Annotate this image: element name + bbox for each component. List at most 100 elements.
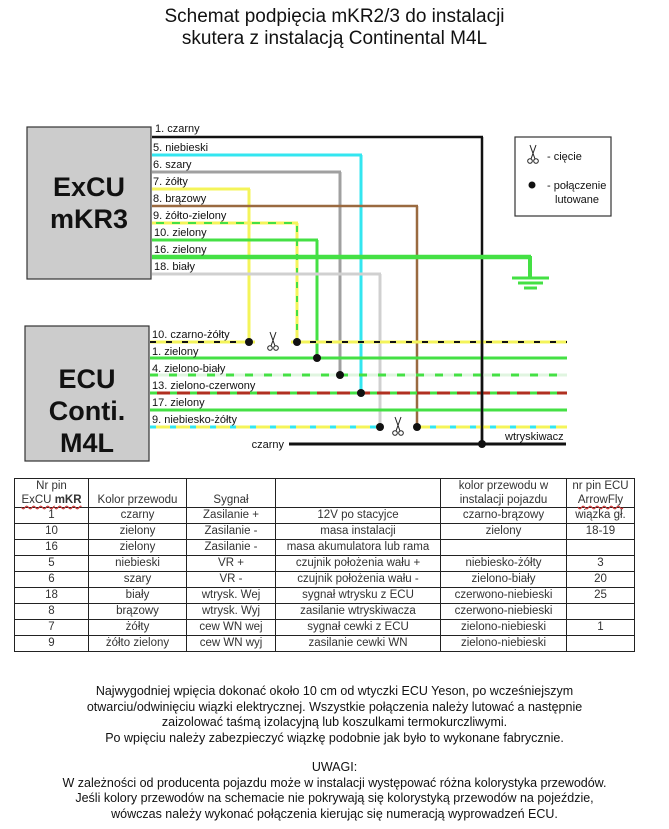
cell-desc: czujnik położenia wału +: [275, 555, 441, 572]
cell-signal: VR +: [186, 555, 276, 572]
cell-color: zielony: [88, 539, 187, 556]
header-ecu-pin-line1: nr pin ECU: [572, 480, 629, 492]
cell-ecu: [566, 539, 635, 556]
cell-desc: zasilanie cewki WN: [275, 635, 441, 652]
warnings-heading: UWAGI:: [311, 760, 358, 774]
header-pin-line2: ExCU mKR: [17, 493, 86, 507]
cell-signal: cew WN wyj: [186, 635, 276, 652]
wire-label: 7. żółty: [153, 176, 188, 188]
excu-wire-labels: 1. czarny 5. niebieski 6. szary 7. żółty…: [153, 123, 227, 273]
wire-label: 9. niebiesko-żółty: [152, 414, 237, 426]
wire-label: 1. zielony: [152, 346, 199, 358]
cell-ecu: 18-19: [566, 523, 635, 540]
cell-vehicle: zielony: [440, 523, 567, 540]
cell-desc: sygnał wtrysku z ECU: [275, 587, 441, 604]
cell-color: żółty: [88, 619, 187, 636]
cell-desc: masa instalacji: [275, 523, 441, 540]
note-line: otwarciu/odwinięciu wiązki elektrycznej.…: [86, 699, 583, 714]
excu-box: [26, 126, 152, 280]
header-vehicle-color: kolor przewodu w instalacji pojazdu: [440, 478, 567, 508]
header-pin-mkr: mKR: [54, 494, 82, 506]
table-header-row: Nr pin ExCU mKR Kolor przewodu Sygnał ko…: [14, 478, 635, 508]
wire-label: 9. żółto-zielony: [153, 210, 227, 222]
cell-color: brązowy: [88, 603, 187, 620]
cell-vehicle: czarno-brązowy: [440, 507, 567, 524]
scissors-icon: [392, 416, 404, 436]
cell-signal: wtrysk. Wyj: [186, 603, 276, 620]
excu-box-title: ExCU: [53, 172, 125, 202]
cell-ecu: wiązka gł.: [566, 507, 635, 524]
note-line: wówczas należy wykonać połączenia kieruj…: [111, 806, 558, 821]
header-color: Kolor przewodu: [88, 478, 187, 508]
wire-label: 4. zielono-biały: [152, 363, 226, 375]
cell-signal: Zasilanie +: [186, 507, 276, 524]
cell-signal: cew WN wej: [186, 619, 276, 636]
wiring-diagram: ExCU mKR3 ECU Conti. M4L: [24, 123, 612, 462]
cell-pin: 8: [14, 603, 89, 620]
solder-dot-icon: [357, 389, 365, 397]
cell-vehicle: niebiesko-żółty: [440, 555, 567, 572]
ecu-wire-labels: 10. czarno-żółty 1. zielony 4. zielono-b…: [152, 329, 564, 451]
ecu-box-line-1: ECU: [58, 364, 115, 394]
wire-label: 18. biały: [154, 261, 195, 273]
legend-solder-label-2: lutowane: [555, 194, 599, 206]
cell-desc: czujnik położenia wału -: [275, 571, 441, 588]
cell-signal: VR -: [186, 571, 276, 588]
vertical-wires: [247, 137, 484, 444]
cell-vehicle: czerwono-niebieski: [440, 587, 567, 604]
solder-dot-icon: [336, 371, 344, 379]
wire-label: 6. szary: [153, 159, 192, 171]
header-signal: Sygnał: [186, 478, 276, 508]
cell-color: czarny: [88, 507, 187, 524]
scissors-icon: [267, 331, 279, 351]
note-line: W zależności od producenta pojazdu może …: [62, 775, 607, 790]
header-pin-line1: Nr pin: [36, 480, 67, 492]
legend-solder-dot-icon: [528, 181, 536, 189]
legend-box: [514, 136, 612, 217]
cell-signal: Zasilanie -: [186, 539, 276, 556]
header-pin: Nr pin ExCU mKR: [14, 478, 89, 508]
cell-color: niebieski: [88, 555, 187, 572]
cell-desc: 12V po stacyjce: [275, 507, 441, 524]
solder-dot-icon: [376, 423, 384, 431]
wire-label: 13. zielono-czerwony: [152, 380, 256, 392]
wire-label: 1. czarny: [155, 123, 200, 135]
wire-label: 16. zielony: [154, 244, 207, 256]
cell-ecu: [566, 635, 635, 652]
cell-ecu: 20: [566, 571, 635, 588]
cell-ecu: 1: [566, 619, 635, 636]
excu-box-subtitle: mKR3: [50, 204, 128, 234]
ecu-box: [24, 325, 150, 462]
cell-ecu: 3: [566, 555, 635, 572]
injector-label: wtryskiwacz: [504, 431, 564, 443]
cell-pin: 18: [14, 587, 89, 604]
header-ecu-pin: nr pin ECU ArrowFly: [566, 478, 635, 508]
cell-desc: masa akumulatora lub rama: [275, 539, 441, 556]
solder-dot-icon: [478, 440, 486, 448]
cell-color: biały: [88, 587, 187, 604]
cell-color: żółto zielony: [88, 635, 187, 652]
ecu-box-line-2: Conti.: [49, 396, 125, 426]
ecu-box-line-3: M4L: [60, 428, 114, 458]
cell-vehicle: zielono-biały: [440, 571, 567, 588]
cell-pin: 5: [14, 555, 89, 572]
cell-pin: 6: [14, 571, 89, 588]
cell-vehicle: zielono-niebieski: [440, 635, 567, 652]
title-line-1: Schemat podpięcia mKR2/3 do instalacji: [164, 6, 505, 27]
black-wire-label: czarny: [252, 439, 285, 451]
cell-color: zielony: [88, 523, 187, 540]
cut-gap-ecu-9: [382, 423, 414, 431]
cell-vehicle: czerwono-niebieski: [440, 603, 567, 620]
wire-label: 10. zielony: [154, 227, 207, 239]
title-line-2: skutera z instalacją Continental M4L: [181, 28, 488, 49]
header-vehicle-color-line1: kolor przewodu w: [458, 480, 549, 492]
note-line: zaizolować taśmą izolacyjną lub koszulka…: [161, 715, 508, 729]
